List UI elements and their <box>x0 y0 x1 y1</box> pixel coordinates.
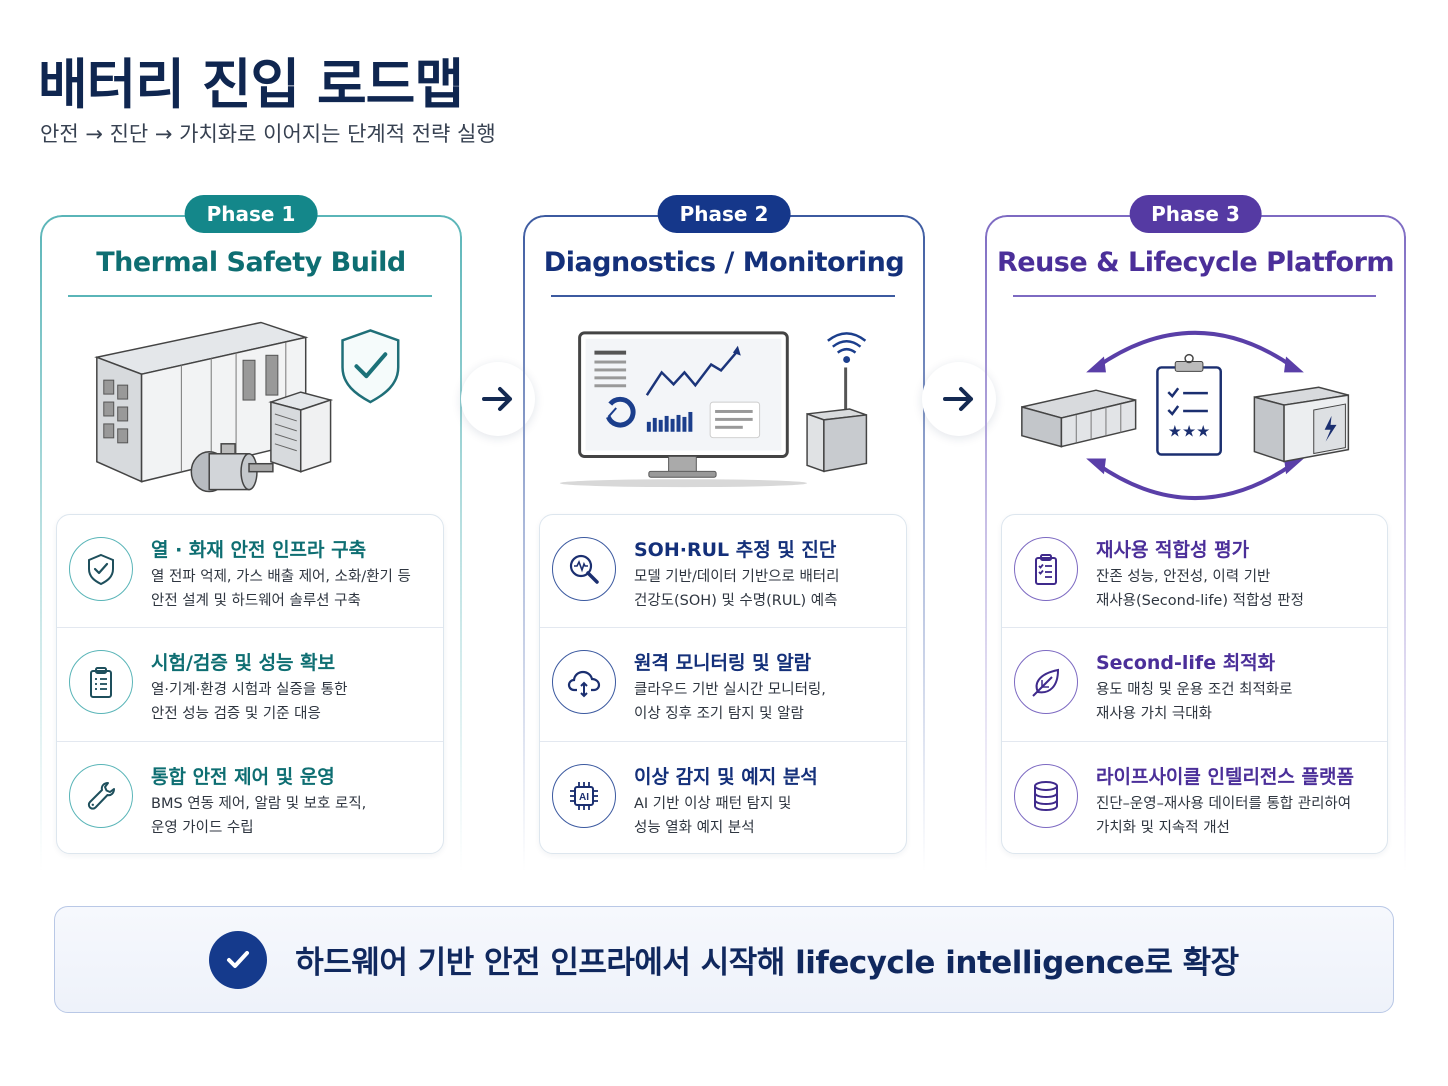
phase-title: Reuse & Lifecycle Platform <box>996 247 1395 278</box>
divider <box>551 295 895 297</box>
item-desc-line: 열 전파 억제, 가스 배출 제어, 소화/환기 등 <box>151 569 411 585</box>
item-desc-line: 재사용 가치 극대화 <box>1096 706 1212 723</box>
reuse-cycle-illustration: ★★★ <box>1007 312 1384 507</box>
item-title: 이상 감지 및 예지 분석 <box>634 765 818 788</box>
item-desc: 클라우드 기반 실시간 모니터링, 이상 징후 조기 탐지 및 알람 <box>634 678 826 726</box>
item-desc-line: 잔존 성능, 안전성, 이력 기반 <box>1096 569 1271 585</box>
item-desc-line: 용도 매칭 및 운용 조건 최적화로 <box>1096 682 1293 699</box>
divider <box>68 295 432 297</box>
phase-badge: Phase 2 <box>657 195 791 233</box>
list-item: 원격 모니터링 및 알람 클라우드 기반 실시간 모니터링, 이상 징후 조기 탐… <box>540 628 906 742</box>
summary-banner: 하드웨어 기반 안전 인프라에서 시작해 lifecycle intellige… <box>54 906 1394 1013</box>
item-title: 시험/검증 및 성능 확보 <box>151 652 336 675</box>
item-desc-line: 모델 기반/데이터 기반으로 배터리 <box>634 569 840 585</box>
item-title: Second-life 최적화 <box>1096 652 1276 675</box>
arrow-right-icon <box>943 387 973 411</box>
arrow-right-icon <box>482 387 512 411</box>
item-desc-line: BMS 연동 제어, 알람 및 보호 로직, <box>151 795 367 812</box>
phase-2-card: Phase 2 Diagnostics / Monitoring <box>523 195 925 905</box>
item-title: 재사용 적합성 평가 <box>1096 539 1250 561</box>
phase-title: Thermal Safety Build <box>96 247 406 278</box>
phase-1-card: Phase 1 Thermal Safety Build <box>40 195 462 905</box>
phase-title: Diagnostics / Monitoring <box>543 247 905 278</box>
battery-container-illustration <box>62 312 440 507</box>
item-title: 라이프사이클 인텔리전스 플랫폼 <box>1096 765 1354 788</box>
phase-badge: Phase 3 <box>1129 195 1262 233</box>
leaf-icon <box>1014 650 1078 715</box>
item-desc-line: 성능 열화 예지 분석 <box>634 819 755 836</box>
item-desc-line: 클라우드 기반 실시간 모니터링, <box>634 682 826 699</box>
item-desc-line: 운영 가이드 수립 <box>151 819 254 836</box>
item-desc-line: 진단–운영–재사용 데이터를 통합 관리하여 <box>1096 795 1352 812</box>
svg-text:AI: AI <box>579 792 589 803</box>
monitoring-dashboard-illustration <box>545 312 903 507</box>
cloud-sync-icon <box>552 650 616 715</box>
item-desc-line: 열·기계·환경 시험과 실증을 통한 <box>151 682 348 699</box>
clipboard-checklist-icon <box>1014 537 1078 601</box>
summary-text: 하드웨어 기반 안전 인프라에서 시작해 lifecycle intellige… <box>295 945 1239 981</box>
item-title: SOH·RUL 추정 및 진단 <box>634 539 837 561</box>
phase-3-card: Phase 3 Reuse & Lifecycle Platform ★★★ <box>985 195 1406 905</box>
item-desc: BMS 연동 제어, 알람 및 보호 로직, 운영 가이드 수립 <box>151 792 366 840</box>
item-desc-line: AI 기반 이상 패턴 탐지 및 <box>634 795 792 812</box>
check-circle-icon <box>209 930 268 989</box>
feature-list: 열 · 화재 안전 인프라 구축 열 전파 억제, 가스 배출 제어, 소화/환… <box>56 514 444 854</box>
divider <box>1013 295 1376 297</box>
item-desc-line: 건강도(SOH) 및 수명(RUL) 예측 <box>634 593 838 609</box>
ai-chip-icon: AI <box>552 763 616 828</box>
item-desc-line: 이상 징후 조기 탐지 및 알람 <box>634 706 804 723</box>
item-desc-line: 안전 성능 검증 및 기준 대응 <box>151 706 321 723</box>
item-desc-line: 재사용(Second-life) 적합성 판정 <box>1096 593 1304 609</box>
next-phase-arrow <box>922 362 996 436</box>
shield-check-icon <box>69 537 133 601</box>
wrench-icon <box>69 763 133 828</box>
item-title: 통합 안전 제어 및 운영 <box>151 765 335 788</box>
list-item: 통합 안전 제어 및 운영 BMS 연동 제어, 알람 및 보호 로직, 운영 가… <box>57 742 443 855</box>
item-desc-line: 가치화 및 지속적 개선 <box>1096 819 1230 836</box>
item-desc-line: 안전 설계 및 하드웨어 솔루션 구축 <box>151 593 361 609</box>
page-title: 배터리 진입 로드맵 <box>38 53 464 116</box>
magnifier-pulse-icon <box>552 537 616 601</box>
list-item: 열 · 화재 안전 인프라 구축 열 전파 억제, 가스 배출 제어, 소화/환… <box>57 515 443 629</box>
item-title: 열 · 화재 안전 인프라 구축 <box>151 539 367 561</box>
svg-text:★★★: ★★★ <box>1168 422 1211 441</box>
page-subtitle: 안전 → 진단 → 가치화로 이어지는 단계적 전략 실행 <box>40 122 496 146</box>
phase-badge: Phase 1 <box>184 195 318 233</box>
item-title: 원격 모니터링 및 알람 <box>634 652 812 675</box>
clipboard-checklist-icon <box>69 650 133 715</box>
database-icon <box>1014 763 1078 828</box>
